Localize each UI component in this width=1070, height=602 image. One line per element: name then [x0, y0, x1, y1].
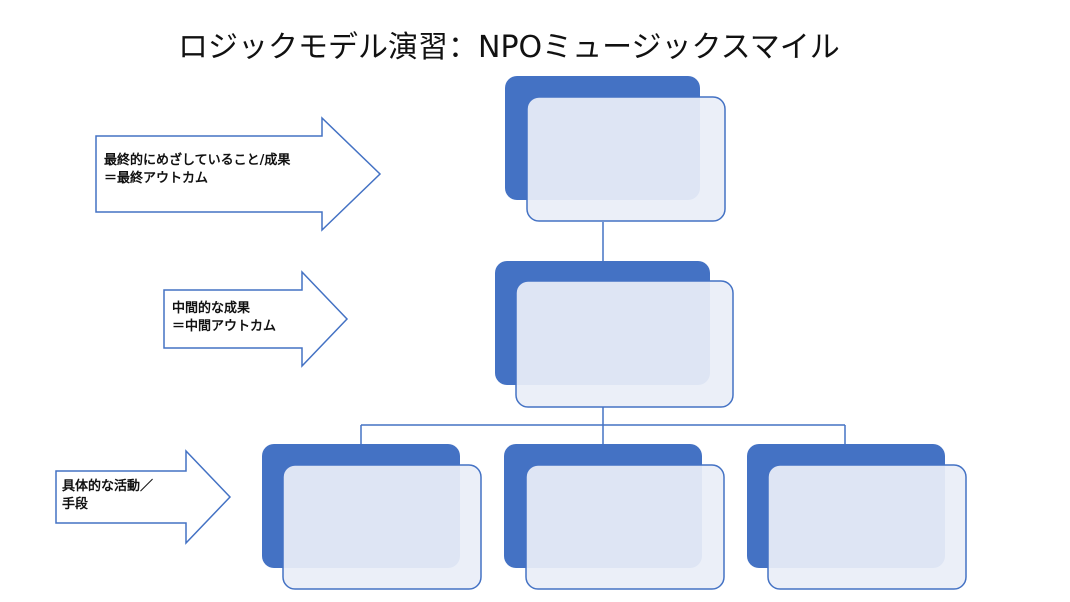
page-title: ロジックモデル演習：NPOミュージックスマイル — [178, 30, 840, 65]
label-final-outcome: 最終的にめざしていること/成果 ＝最終アウトカム — [104, 152, 290, 188]
label-line: 手段 — [62, 497, 89, 512]
outcome-box-final — [505, 76, 726, 222]
outcome-box-intermediate — [495, 261, 734, 408]
box-front — [767, 464, 967, 590]
label-line: ＝最終アウトカム — [104, 171, 209, 186]
label-line: 具体的な活動／ — [62, 479, 154, 494]
label-line: 中間的な成果 — [172, 301, 251, 316]
arrow-activities — [55, 449, 232, 545]
connectors — [360, 222, 846, 444]
activity-box-2 — [504, 444, 725, 590]
box-front — [282, 464, 482, 590]
box-front — [526, 96, 726, 222]
activity-box-1 — [262, 444, 482, 590]
activity-box-3 — [747, 444, 967, 590]
label-line: ＝中間アウトカム — [172, 319, 277, 334]
label-intermediate-outcome: 中間的な成果 ＝中間アウトカム — [172, 300, 276, 336]
box-front — [525, 464, 725, 590]
label-line: 最終的にめざしていること/成果 — [104, 153, 291, 168]
arrow-intermediate-outcome — [163, 270, 349, 368]
arrow-final-outcome — [95, 116, 382, 232]
box-front — [515, 280, 734, 408]
label-activities: 具体的な活動／ 手段 — [62, 478, 153, 514]
